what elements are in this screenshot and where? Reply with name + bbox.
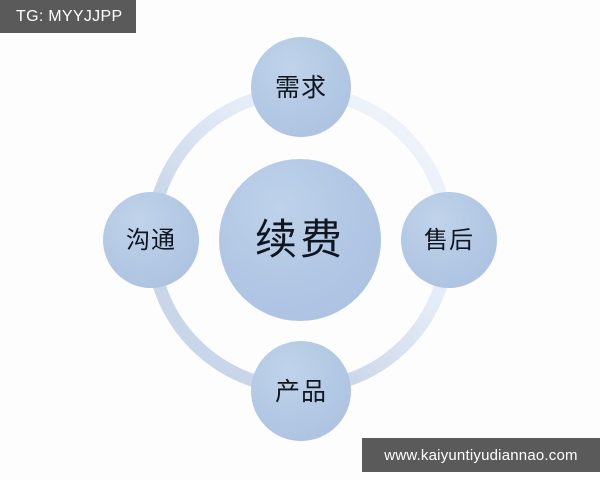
tag-badge-label: TG: MYYJJPP xyxy=(16,7,123,25)
node-top-label: 需求 xyxy=(274,72,327,102)
node-right-label: 售后 xyxy=(424,226,474,254)
node-bottom-label: 产品 xyxy=(274,376,327,406)
node-top[interactable]: 需求 xyxy=(251,37,351,137)
node-center-label: 续费 xyxy=(254,215,345,264)
node-right[interactable]: 售后 xyxy=(401,192,497,288)
node-left[interactable]: 沟通 xyxy=(103,192,199,288)
tag-badge: TG: MYYJJPP xyxy=(0,0,137,33)
node-bottom[interactable]: 产品 xyxy=(251,341,351,441)
watermark-label: www.kaiyuntiyudiannao.com xyxy=(384,446,578,464)
watermark-bar: www.kaiyuntiyudiannao.com xyxy=(362,438,600,472)
node-center[interactable]: 续费 xyxy=(219,159,381,321)
node-left-label: 沟通 xyxy=(126,226,176,254)
